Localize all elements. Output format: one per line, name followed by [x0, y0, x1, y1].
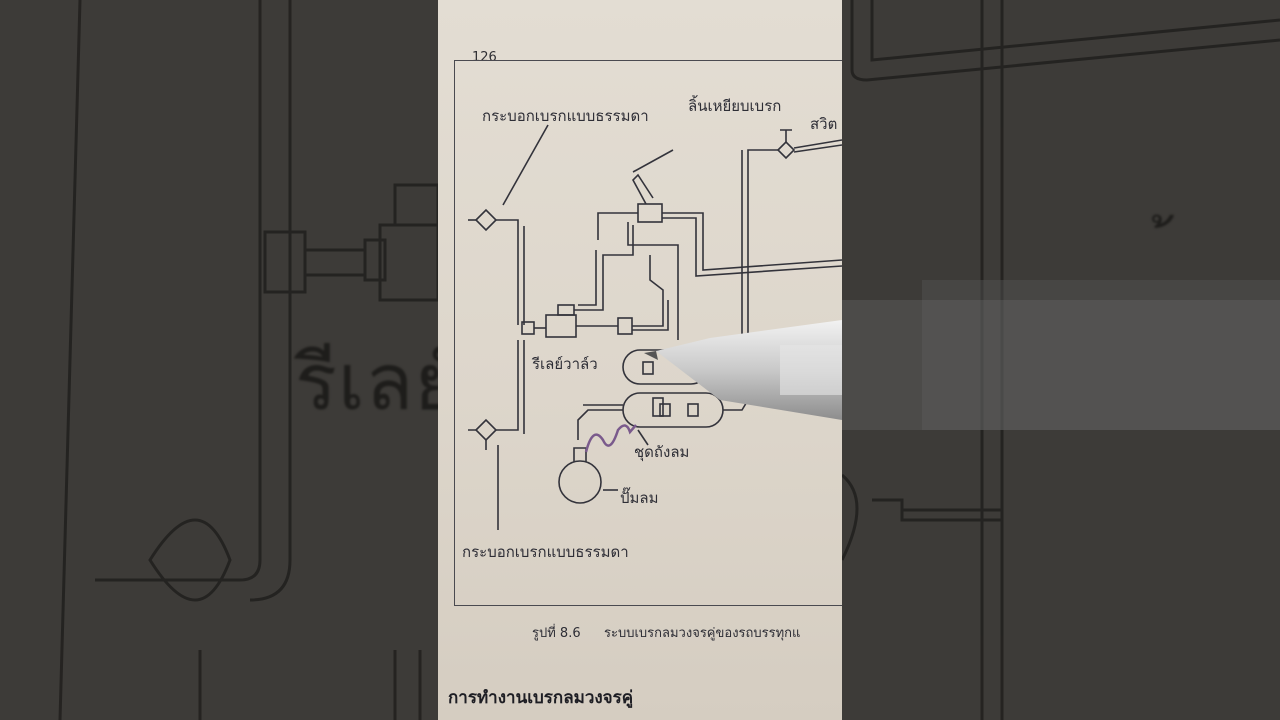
label-top-brake-chamber: กระบอกเบรกแบบธรรมดา	[482, 107, 649, 125]
bottom-brake-chamber	[474, 418, 498, 442]
ink-scribble	[584, 424, 637, 453]
blurred-relay-valve-text: รีเลย์ว	[295, 338, 438, 428]
figure-number: รูปที่ 8.6	[532, 626, 581, 641]
page-number: 126	[472, 50, 497, 65]
air-pump	[558, 460, 602, 504]
brake-pedal-valve	[637, 203, 663, 223]
label-tank-set: ชุดถังลม	[634, 443, 690, 461]
brake-system-diagram	[468, 124, 842, 530]
figure-caption: ระบบเบรกลมวงจรคู่ของรถบรรทุกแ	[604, 626, 801, 641]
label-air-pump: ปั๊มลม	[620, 489, 659, 507]
blurred-diagram-right	[842, 0, 1280, 720]
pressure-switch	[776, 140, 796, 160]
label-bottom-brake-chamber: กระบอกเบรกแบบธรรมดา	[462, 543, 629, 561]
label-brake-pedal: ลิ้นเหยียบเบรก	[688, 97, 782, 115]
label-relay-valve: รีเลย์วาล์ว	[532, 355, 598, 373]
blurred-background-right: ้	[842, 0, 1280, 720]
figure-frame	[454, 60, 842, 606]
blurred-diagram-left	[58, 0, 438, 720]
top-brake-chamber	[474, 208, 498, 232]
label-switch: สวิต	[810, 115, 838, 133]
blurred-background-left: รีเลย์ว	[0, 0, 438, 720]
section-heading: การทำงานเบรกลมวงจรคู่	[448, 688, 634, 708]
blurred-mark-right: ้	[1172, 223, 1173, 293]
pen-icon	[644, 320, 842, 420]
